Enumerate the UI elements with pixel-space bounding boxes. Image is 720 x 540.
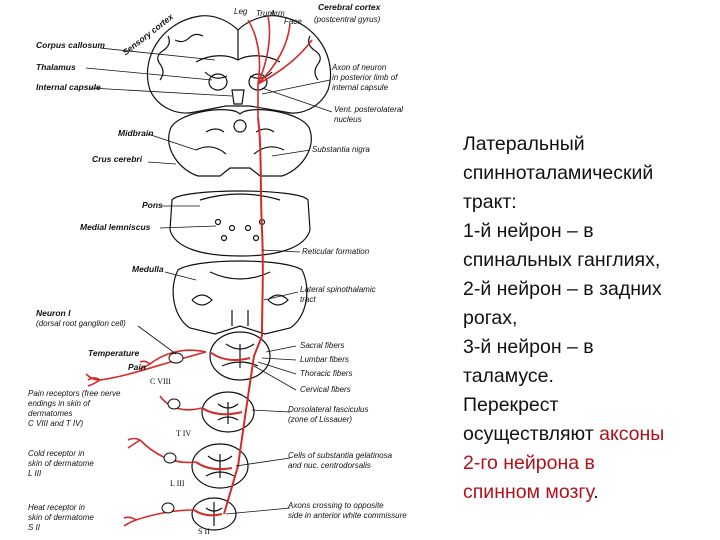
label-axon-3: internal capsule bbox=[332, 83, 389, 92]
spinal-cord-s2 bbox=[191, 497, 237, 531]
label-pain-rec-4: C VIII and T IV) bbox=[28, 419, 83, 428]
label-pain: Pain bbox=[128, 362, 146, 372]
spinal-cord-t4 bbox=[201, 391, 255, 433]
label-cerebral-cortex: Cerebral cortex bbox=[318, 2, 382, 12]
label-cold-2: skin of dermatome bbox=[28, 459, 94, 468]
diagram-labels: Sensory cortex Leg Trunk Face Arm Cerebr… bbox=[28, 2, 407, 536]
text-line: спинальных ганглиях, bbox=[463, 249, 661, 271]
text-segment: осуществляют bbox=[463, 423, 600, 445]
label-heat-1: Heat receptor in bbox=[28, 503, 85, 512]
text-segment: . bbox=[593, 481, 599, 503]
text-segment-red: спинном мозгу bbox=[463, 481, 594, 503]
spinothalamic-tract-diagram: Sensory cortex Leg Trunk Face Arm Cerebr… bbox=[28, 2, 407, 536]
label-axons-2: side in anterior white commissure bbox=[288, 511, 407, 520]
label-crus-cerebri: Crus cerebri bbox=[92, 154, 143, 164]
label-internal-capsule: Internal capsule bbox=[36, 82, 101, 92]
label-cold-1: Cold receptor in bbox=[28, 449, 85, 458]
label-cervical: Cervical fibers bbox=[300, 385, 351, 394]
text-line: Латеральный bbox=[463, 133, 585, 155]
label-reticular-formation: Reticular formation bbox=[302, 247, 370, 256]
label-trunk: Trunk bbox=[256, 9, 277, 18]
label-cells-1: Cells of substantia gelatinosa bbox=[288, 451, 393, 460]
label-cold-3: L III bbox=[28, 469, 42, 478]
text-line: 3-й нейрон – в bbox=[463, 336, 594, 358]
label-leg: Leg bbox=[234, 7, 248, 16]
label-s2: S II bbox=[198, 527, 210, 536]
label-face: Face bbox=[284, 17, 302, 26]
label-temperature: Temperature bbox=[88, 348, 139, 358]
label-lateral-2: tract bbox=[300, 295, 316, 304]
label-pain-rec-1: Pain receptors (free nerve bbox=[28, 389, 121, 398]
afferent-fibers bbox=[85, 349, 207, 527]
label-axon-2: in posterior limb of bbox=[332, 73, 398, 82]
label-lateral-1: Lateral spinothalamic bbox=[300, 285, 376, 294]
label-dorsolateral-1: Dorsolateral fasciculus bbox=[288, 405, 368, 414]
text-line: 2-й нейрон – в задних bbox=[463, 278, 662, 300]
text-line-red: 2-го нейрона в bbox=[463, 452, 595, 474]
leader-lines bbox=[85, 47, 333, 515]
label-heat-2: skin of dermatome bbox=[28, 513, 94, 522]
text-line: спинном мозгу. bbox=[463, 478, 718, 507]
label-vent-1: Vent. posterolateral bbox=[334, 105, 403, 114]
lateral-spinothalamic-tract bbox=[193, 117, 264, 517]
dorsal-root-ganglia bbox=[161, 352, 184, 514]
text-line: таламусе. bbox=[463, 365, 554, 387]
label-l3: L III bbox=[170, 479, 185, 488]
label-vent-2: nucleus bbox=[334, 115, 362, 124]
label-neuron1-2: (dorsal root ganglion cell) bbox=[36, 319, 126, 328]
text-segment-red: аксоны bbox=[599, 423, 665, 445]
label-thalamus: Thalamus bbox=[36, 62, 76, 72]
text-line: рогах, bbox=[463, 307, 518, 329]
spinal-cord-c8 bbox=[209, 331, 271, 381]
label-pain-rec-3: dermatomes bbox=[28, 409, 72, 418]
description-text: Латеральный спинноталамический тракт: 1-… bbox=[463, 130, 718, 507]
label-c8: C VIII bbox=[150, 377, 171, 386]
label-cells-2: and nuc. centrodorsalis bbox=[288, 461, 371, 470]
label-postcentral-gyrus: (postcentral gyrus) bbox=[314, 15, 381, 24]
label-medial-lemniscus: Medial lemniscus bbox=[80, 222, 151, 232]
label-pons: Pons bbox=[142, 200, 163, 210]
label-corpus-callosum: Corpus callosum bbox=[36, 40, 105, 50]
label-lumbar: Lumbar fibers bbox=[300, 355, 349, 364]
text-line: тракт: bbox=[463, 191, 517, 213]
text-line: 1-й нейрон – в bbox=[463, 220, 594, 242]
label-neuron1-1: Neuron I bbox=[36, 308, 71, 318]
label-axons-1: Axons crossing to opposite bbox=[287, 501, 384, 510]
medulla-section bbox=[172, 260, 308, 335]
text-line: Перекрест bbox=[463, 394, 559, 416]
text-line: осуществляют аксоны bbox=[463, 420, 718, 449]
label-medulla: Medulla bbox=[132, 264, 164, 274]
label-substantia-nigra: Substantia nigra bbox=[312, 145, 370, 154]
spinal-cord-l3 bbox=[191, 443, 249, 489]
label-sensory-cortex: Sensory cortex bbox=[121, 11, 177, 57]
label-thoracic: Thoracic fibers bbox=[300, 369, 352, 378]
label-midbrain: Midbrain bbox=[118, 128, 153, 138]
label-pain-rec-2: endings in skin of bbox=[28, 399, 91, 408]
pons-section bbox=[169, 190, 311, 257]
midbrain-section bbox=[168, 109, 312, 177]
text-line: спинноталамический bbox=[463, 162, 654, 184]
label-heat-3: S II bbox=[28, 523, 41, 532]
cortex-red-fibers bbox=[247, 15, 313, 118]
label-dorsolateral-2: (zone of Lissauer) bbox=[288, 415, 352, 424]
brain-section bbox=[146, 15, 332, 114]
label-arm: Arm bbox=[269, 9, 285, 18]
label-t4: T IV bbox=[176, 429, 191, 438]
label-axon-1: Axon of neuron bbox=[331, 63, 387, 72]
label-sacral: Sacral fibers bbox=[300, 341, 344, 350]
